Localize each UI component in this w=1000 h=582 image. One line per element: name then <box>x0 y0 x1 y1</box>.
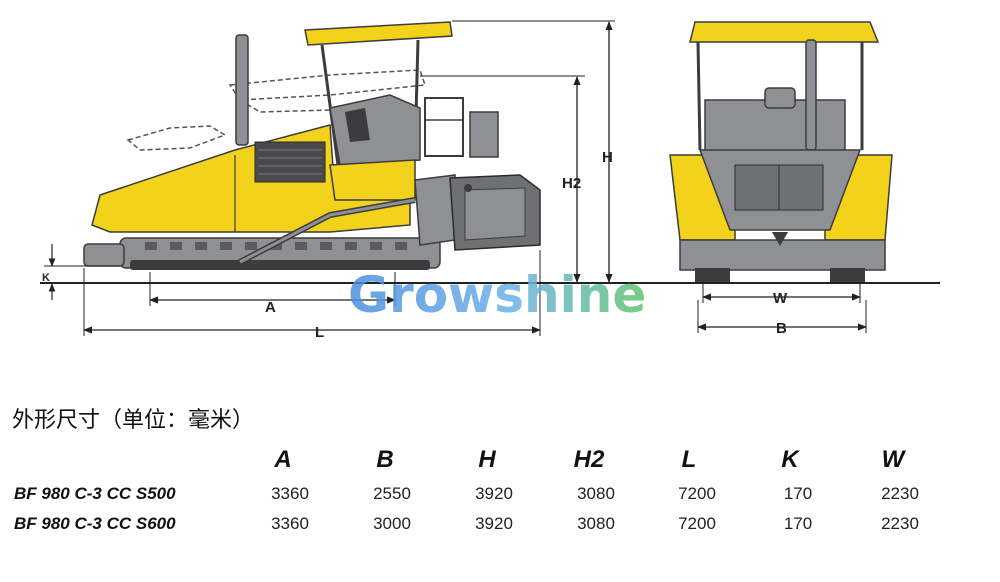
model-name: BF 980 C-3 CC S600 <box>14 514 176 533</box>
watermark-text: Growshine <box>348 266 646 324</box>
table-cell: 3080 <box>577 514 615 533</box>
table-cell: 3000 <box>373 514 411 533</box>
table-cell: 3080 <box>577 484 615 503</box>
side-view-paver <box>83 21 541 270</box>
table-cell: 2230 <box>881 484 919 503</box>
table-cell: 3360 <box>271 484 309 503</box>
dim-label-h2: H2 <box>562 175 581 192</box>
column-header-k: K <box>781 446 799 473</box>
dim-label-a: A <box>265 299 276 316</box>
dim-label-h: H <box>602 149 613 166</box>
column-header-b: B <box>376 446 394 473</box>
machine-dimension-drawing: A L K H2 H W B Growshine <box>40 20 940 341</box>
table-cell: 2230 <box>881 514 919 533</box>
column-header-h2: H2 <box>573 446 605 473</box>
dim-label-l: L <box>315 324 324 341</box>
spec-table: A B H H2 L K W BF 980 C-3 CC S500 3360 2… <box>0 446 1000 546</box>
column-header-l: L <box>681 446 697 473</box>
column-header-w: W <box>881 446 905 473</box>
rear-view-paver <box>669 21 893 282</box>
column-header-a: A <box>274 446 292 473</box>
table-cell: 3920 <box>475 484 513 503</box>
table-cell: 170 <box>783 484 813 503</box>
table-cell: 3920 <box>475 514 513 533</box>
section-title: 外形尺寸（单位：毫米） <box>12 408 255 433</box>
dim-label-b: B <box>776 320 787 337</box>
column-header-h: H <box>478 446 496 473</box>
table-cell: 7200 <box>678 484 716 503</box>
table-cell: 3360 <box>271 514 309 533</box>
dim-label-k: K <box>42 272 50 284</box>
table-cell: 2550 <box>373 484 411 503</box>
table-row: BF 980 C-3 CC S600 3360 3000 3920 3080 7… <box>0 514 1000 542</box>
table-cell: 170 <box>783 514 813 533</box>
model-name: BF 980 C-3 CC S500 <box>14 484 176 503</box>
dim-label-w: W <box>773 290 788 307</box>
table-row: BF 980 C-3 CC S500 3360 2550 3920 3080 7… <box>0 484 1000 512</box>
table-cell: 7200 <box>678 514 716 533</box>
